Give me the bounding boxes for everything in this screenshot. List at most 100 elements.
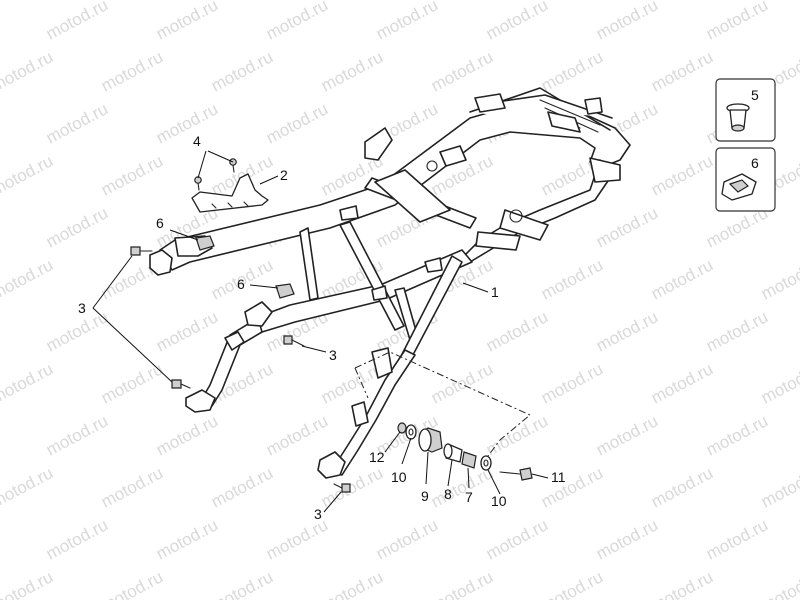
callout-8: 8 <box>444 486 452 502</box>
callout-6-middle: 6 <box>237 276 245 292</box>
callout-10-right: 10 <box>491 493 507 509</box>
watermark-text: motod.ru <box>0 359 56 407</box>
watermark-text: motod.ru <box>0 463 56 511</box>
watermark-text: motod.ru <box>538 255 606 303</box>
screw-3-middle <box>283 335 305 347</box>
sleeve-7 <box>461 451 477 469</box>
watermark-text: motod.ru <box>98 567 166 600</box>
watermark-text: motod.ru <box>0 99 1 147</box>
watermark-text: motod.ru <box>648 567 716 600</box>
rear-frame <box>149 87 631 479</box>
watermark-text: motod.ru <box>0 411 1 459</box>
watermark-text: motod.ru <box>648 47 716 95</box>
watermark-text: motod.ru <box>593 0 661 44</box>
watermark-text: motod.ru <box>263 99 331 147</box>
watermark-text: motod.ru <box>0 307 1 355</box>
watermark-text: motod.ru <box>758 359 800 407</box>
watermark-text: motod.ru <box>538 463 606 511</box>
watermark-text: motod.ru <box>0 255 56 303</box>
watermark-text: motod.ru <box>98 463 166 511</box>
watermark-text: motod.ru <box>153 0 221 44</box>
watermark-text: motod.ru <box>758 463 800 511</box>
washer-12 <box>397 422 407 434</box>
watermark-text: motod.ru <box>648 463 716 511</box>
bolt-11 <box>499 467 533 481</box>
callout-3-bottom: 3 <box>314 506 322 522</box>
watermark-text: motod.ru <box>648 359 716 407</box>
watermark-text: motod.ru <box>43 515 111 563</box>
callout-10-left: 10 <box>391 469 407 485</box>
watermark-text: motod.ru <box>43 411 111 459</box>
spacer-8 <box>443 443 463 463</box>
watermark-text: motod.ru <box>0 151 56 199</box>
callout-1: 1 <box>491 284 499 300</box>
screw-3-left-lower <box>171 379 191 389</box>
assembly-guide-box <box>354 351 531 461</box>
watermark-text: motod.ru <box>98 151 166 199</box>
watermark-text: motod.ru <box>538 567 606 600</box>
watermark-text: motod.ru <box>483 515 551 563</box>
callout-2: 2 <box>280 167 288 183</box>
rubber-pad-icon <box>721 173 757 201</box>
callout-5: 5 <box>751 87 759 103</box>
watermark-text: motod.ru <box>593 515 661 563</box>
watermark-text: motod.ru <box>0 0 1 44</box>
washer-10-left <box>405 424 417 440</box>
watermark-text: motod.ru <box>483 0 551 44</box>
watermark-text: motod.ru <box>43 0 111 44</box>
watermark-text: motod.ru <box>703 411 771 459</box>
watermark-text: motod.ru <box>208 47 276 95</box>
washer-10-right <box>480 455 492 471</box>
callout-3-left: 3 <box>78 300 86 316</box>
watermark-text: motod.ru <box>0 203 1 251</box>
watermark-text: motod.ru <box>593 203 661 251</box>
watermark-text: motod.ru <box>0 515 1 563</box>
watermark-text: motod.ru <box>0 567 56 600</box>
inset-box-5: 5 <box>715 78 776 142</box>
watermark-text: motod.ru <box>428 359 496 407</box>
inset-box-6: 6 <box>715 147 776 212</box>
watermark-text: motod.ru <box>208 567 276 600</box>
watermark-text: motod.ru <box>538 359 606 407</box>
watermark-text: motod.ru <box>0 47 56 95</box>
callout-3-middle: 3 <box>329 347 337 363</box>
watermark-text: motod.ru <box>593 307 661 355</box>
watermark-text: motod.ru <box>43 203 111 251</box>
watermark-text: motod.ru <box>703 0 771 44</box>
watermark-text: motod.ru <box>98 47 166 95</box>
watermark-text: motod.ru <box>648 151 716 199</box>
screw-3-bottom <box>333 483 351 493</box>
watermark-text: motod.ru <box>593 411 661 459</box>
watermark-text: motod.ru <box>153 307 221 355</box>
watermark-text: motod.ru <box>703 307 771 355</box>
watermark-text: motod.ru <box>263 411 331 459</box>
watermark-text: motod.ru <box>43 99 111 147</box>
watermark-text: motod.ru <box>373 515 441 563</box>
watermark-text: motod.ru <box>153 411 221 459</box>
callout-6-inset: 6 <box>751 155 759 171</box>
screw-4-lower <box>194 176 202 191</box>
rubber-pad-left <box>195 235 215 251</box>
watermark-text: motod.ru <box>483 307 551 355</box>
rubber-bushing-9 <box>418 427 443 453</box>
watermark-text: motod.ru <box>373 0 441 44</box>
rubber-pad-middle <box>275 283 295 299</box>
watermark-text: motod.ru <box>483 411 551 459</box>
leader-lines <box>92 150 549 513</box>
callout-9: 9 <box>421 488 429 504</box>
bracket-part-2 <box>191 173 269 213</box>
watermark-text: motod.ru <box>318 567 386 600</box>
watermark-text: motod.ru <box>208 463 276 511</box>
screw-3-left-upper <box>130 246 153 256</box>
watermark-text: motod.ru <box>758 255 800 303</box>
callout-labels: 1 2 4 6 6 3 3 3 12 10 9 8 7 10 11 <box>78 133 566 522</box>
watermark-text: motod.ru <box>648 255 716 303</box>
watermark-text: motod.ru <box>153 515 221 563</box>
watermark-text: motod.ru <box>428 567 496 600</box>
callout-4: 4 <box>193 133 201 149</box>
watermark-text: motod.ru <box>428 47 496 95</box>
callout-6-left: 6 <box>156 215 164 231</box>
watermark-text: motod.ru <box>758 567 800 600</box>
